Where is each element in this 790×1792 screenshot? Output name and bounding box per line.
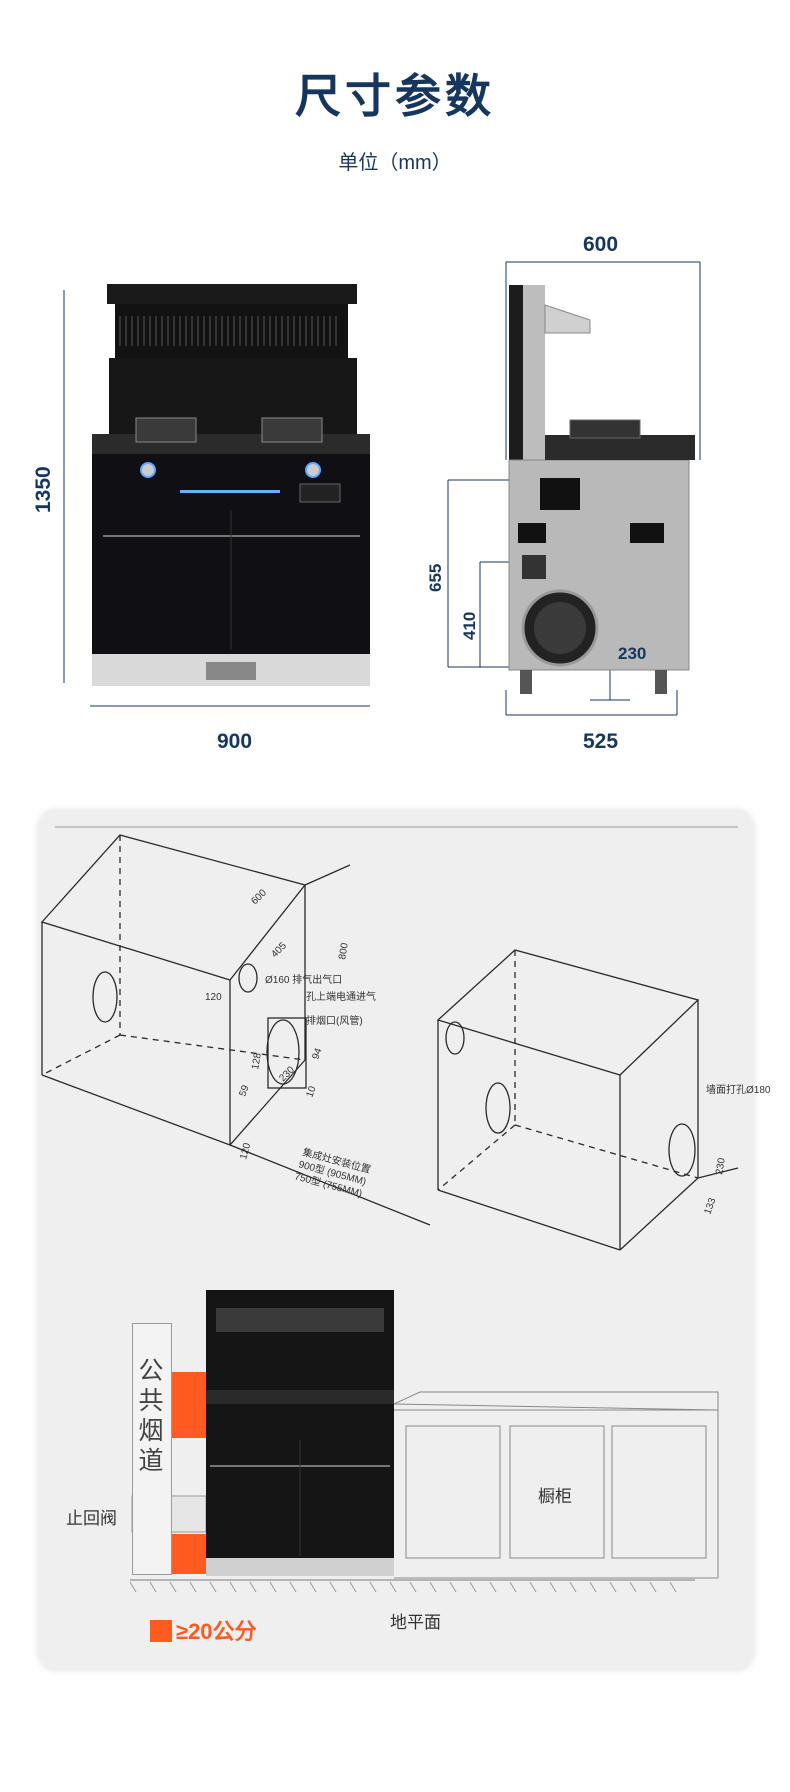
dim-59: 59	[237, 1083, 251, 1098]
public-flue	[132, 1323, 172, 1575]
right-dim-230: 230	[714, 1157, 728, 1176]
side-depth-bottom-label: 525	[583, 730, 619, 753]
side-depth-top-label: 600	[583, 233, 619, 256]
dim-10: 10	[304, 1084, 318, 1099]
side-view-drawing	[447, 261, 701, 716]
note-vent: Ø160 排气出气口	[265, 973, 342, 986]
page-title: 尺寸参数	[295, 70, 495, 122]
note-fan: 排烟口(风管)	[306, 1014, 363, 1027]
side-230-label: 230	[618, 644, 647, 663]
front-width-label: 900	[217, 730, 253, 753]
dim-94: 94	[310, 1046, 324, 1061]
cabinet-label: 橱柜	[538, 1487, 572, 1506]
dim-800: 800	[337, 942, 351, 961]
legend-label: ≥20公分	[176, 1619, 257, 1644]
dim-128: 128	[250, 1052, 264, 1071]
note-power: 孔上端电通进气	[306, 990, 376, 1003]
dim-600: 600	[249, 887, 269, 907]
note-hole: 墙面打孔Ø180	[706, 1083, 771, 1096]
right-dim-133: 133	[702, 1196, 718, 1216]
public-flue-label: 公共烟道	[138, 1357, 164, 1475]
dim-405: 405	[269, 940, 289, 960]
check-valve-label: 止回阀	[66, 1509, 117, 1528]
dim-120b: 120	[238, 1141, 253, 1160]
front-view-drawing	[63, 284, 370, 707]
dim-120a: 120	[205, 992, 222, 1003]
legend-swatch	[150, 1620, 172, 1642]
unit-label: 单位（mm）	[338, 152, 452, 174]
floor-label: 地平面	[390, 1613, 441, 1632]
dim-230: 230	[277, 1064, 297, 1084]
